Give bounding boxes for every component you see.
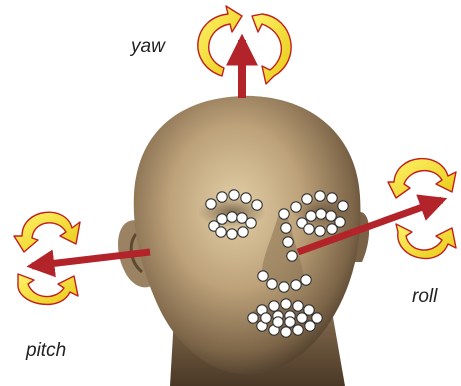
landmark-point — [283, 237, 293, 247]
landmark-point — [217, 192, 227, 202]
landmark-point — [281, 299, 291, 309]
landmark-point — [327, 193, 337, 203]
landmark-point — [302, 194, 312, 204]
landmark-point — [327, 224, 337, 234]
landmark-point — [227, 229, 237, 239]
landmark-point — [304, 224, 314, 234]
landmark-point — [227, 212, 237, 222]
landmark-point — [241, 193, 251, 203]
landmark-point — [252, 200, 262, 210]
landmark-point — [306, 211, 316, 221]
landmark-point — [301, 275, 311, 285]
landmark-point — [291, 280, 301, 290]
landmark-point — [206, 199, 216, 209]
landmark-point — [238, 227, 248, 237]
landmark-point — [281, 223, 291, 233]
yaw-label: yaw — [129, 36, 166, 57]
landmark-point — [281, 327, 291, 337]
landmark-point — [261, 313, 271, 323]
landmark-point — [297, 313, 307, 323]
landmark-point — [285, 317, 295, 327]
landmark-point — [217, 214, 227, 224]
landmark-point — [248, 313, 258, 323]
landmark-point — [279, 209, 289, 219]
landmark-point — [267, 279, 277, 289]
landmark-point — [305, 321, 315, 331]
landmark-point — [273, 317, 283, 327]
landmark-point — [269, 301, 279, 311]
landmark-point — [291, 202, 301, 212]
landmark-point — [246, 218, 256, 228]
landmark-point — [229, 190, 239, 200]
landmark-point — [316, 209, 326, 219]
landmark-point — [315, 226, 325, 236]
landmark-point — [326, 211, 336, 221]
landmark-point — [315, 191, 325, 201]
landmark-point — [293, 301, 303, 311]
yaw-axis-group: yaw — [129, 6, 291, 98]
landmark-point — [287, 251, 297, 261]
roll-label: roll — [412, 286, 438, 307]
landmark-point — [279, 282, 289, 292]
landmark-point — [338, 201, 348, 211]
pitch-label: pitch — [25, 340, 66, 361]
landmark-point — [258, 271, 268, 281]
landmark-point — [216, 227, 226, 237]
landmark-point — [293, 325, 303, 335]
